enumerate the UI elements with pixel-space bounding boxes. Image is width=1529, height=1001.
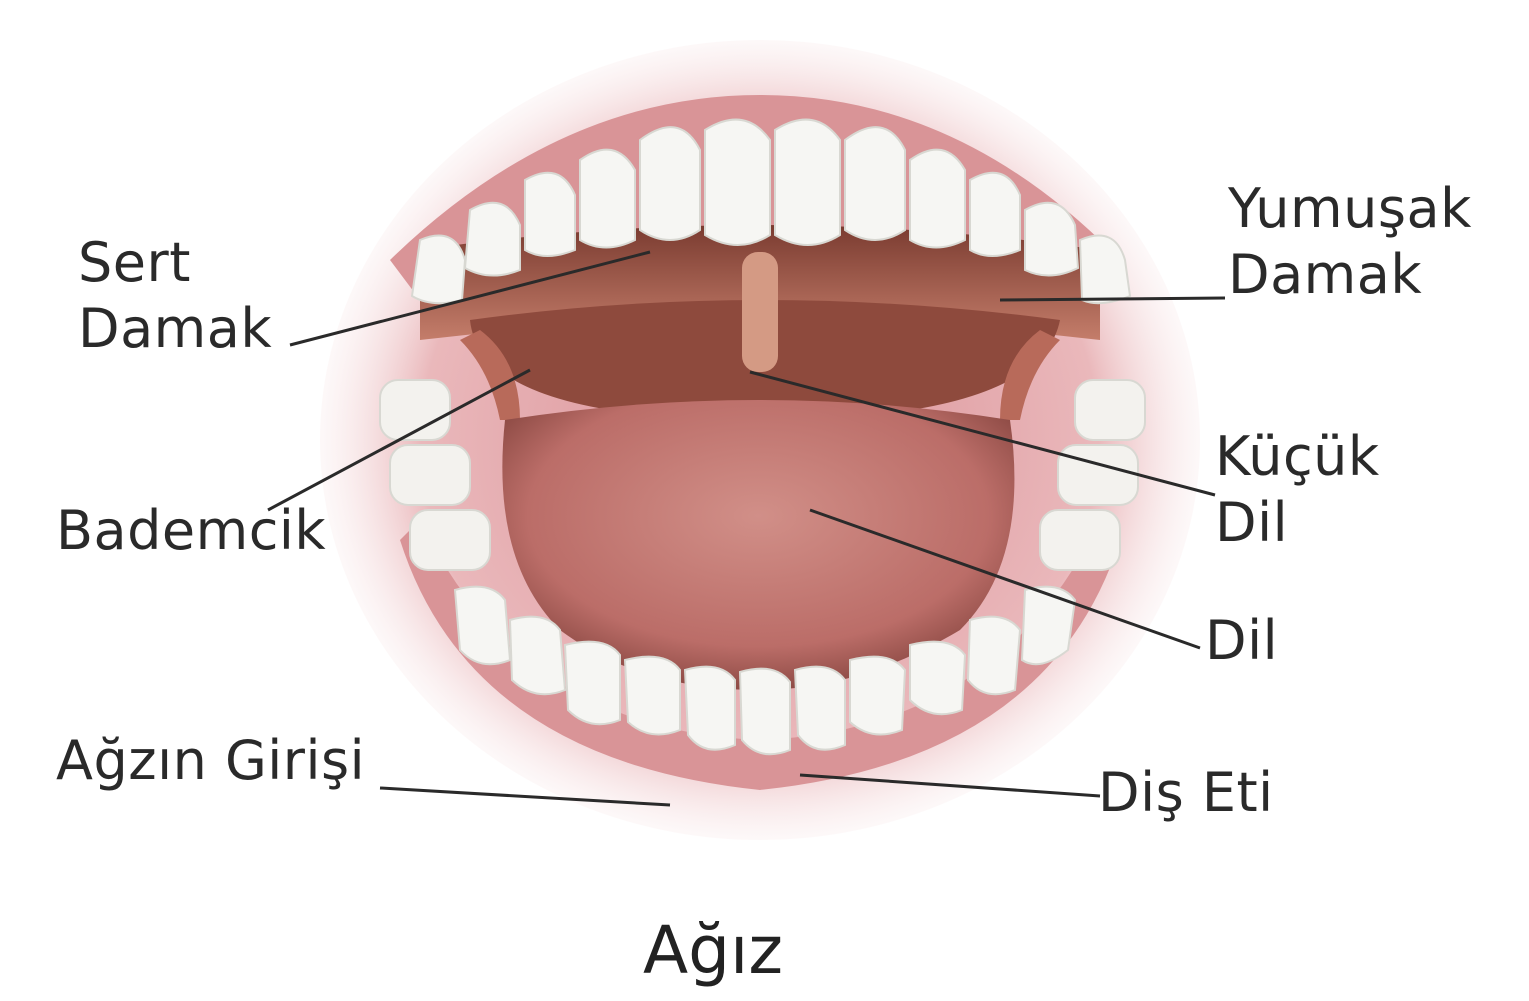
label-bademcik: Bademcik [56,498,326,564]
label-kucuk-dil-line2: Dil [1215,490,1380,556]
label-kucuk-dil: Küçük Dil [1215,424,1380,556]
label-sert-damak-line2: Damak [78,296,272,362]
leader-yumusak-damak [1000,298,1225,300]
label-yumusak-damak-line1: Yumuşak [1228,176,1472,242]
label-kucuk-dil-line1: Küçük [1215,424,1380,490]
label-yumusak-damak-line2: Damak [1228,242,1472,308]
label-sert-damak: Sert Damak [78,230,272,362]
label-dil: Dil [1205,608,1278,674]
label-sert-damak-line1: Sert [78,230,272,296]
label-dis-eti: Diş Eti [1098,760,1274,826]
diagram-title: Ağız [643,912,783,989]
uvula [742,252,778,372]
label-agzin-girisi: Ağzın Girişi [56,728,365,794]
label-yumusak-damak: Yumuşak Damak [1228,176,1472,308]
